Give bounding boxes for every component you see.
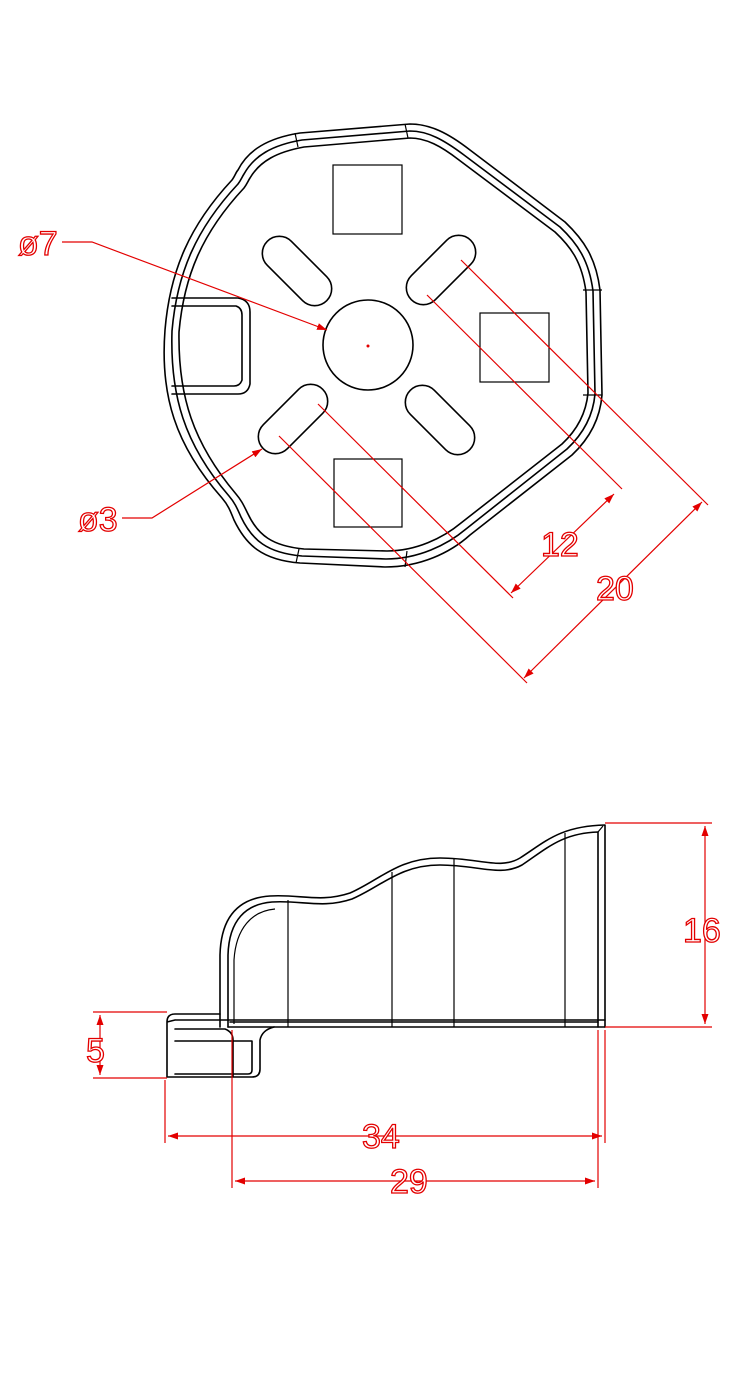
side-view-bend-lines bbox=[287, 833, 566, 1027]
side-view-tab bbox=[166, 1013, 275, 1078]
slot-upper-left bbox=[261, 235, 333, 307]
top-view-dimensions: ø7 ø3 12 20 bbox=[17, 224, 709, 684]
top-view-outline-outer bbox=[163, 123, 603, 568]
top-view-outline-mid bbox=[171, 130, 596, 560]
top-view-outline-inner bbox=[178, 137, 589, 552]
top-view-window-right bbox=[479, 312, 550, 383]
label-center-hole: ø7 bbox=[18, 225, 58, 263]
extension-20-b bbox=[278, 435, 528, 684]
side-view-dimensions: 16 5 34 29 bbox=[85, 822, 721, 1202]
label-29: 29 bbox=[390, 1163, 428, 1201]
top-view-notch bbox=[294, 123, 602, 568]
side-view: 16 5 34 29 bbox=[85, 822, 721, 1202]
label-slot: ø3 bbox=[78, 501, 118, 539]
label-20: 20 bbox=[596, 570, 634, 608]
extension-20-a bbox=[460, 259, 709, 506]
leader-slot bbox=[122, 448, 263, 519]
extension-12-a bbox=[426, 294, 623, 490]
slot-lower-right bbox=[404, 384, 476, 456]
label-5: 5 bbox=[86, 1032, 105, 1070]
side-view-profile-edge bbox=[233, 825, 604, 1024]
top-view-center-point bbox=[366, 344, 370, 348]
extension-12-b bbox=[317, 403, 514, 599]
side-view-base bbox=[219, 1019, 606, 1028]
dimension-line-20 bbox=[523, 501, 703, 679]
leader-center-hole bbox=[62, 241, 328, 331]
slot-upper-right bbox=[405, 234, 477, 306]
label-34: 34 bbox=[362, 1118, 400, 1156]
top-view-slots bbox=[257, 234, 477, 456]
label-12: 12 bbox=[541, 526, 579, 564]
top-view: ø7 ø3 12 20 bbox=[17, 123, 709, 684]
top-view-center-hole bbox=[322, 299, 414, 391]
side-view-profile-outer bbox=[219, 824, 606, 1028]
top-view-window-bottom bbox=[333, 458, 403, 528]
top-view-left-tab bbox=[171, 297, 251, 395]
top-view-window-top bbox=[332, 164, 403, 235]
label-16: 16 bbox=[683, 912, 721, 950]
slot-lower-left bbox=[257, 383, 329, 455]
